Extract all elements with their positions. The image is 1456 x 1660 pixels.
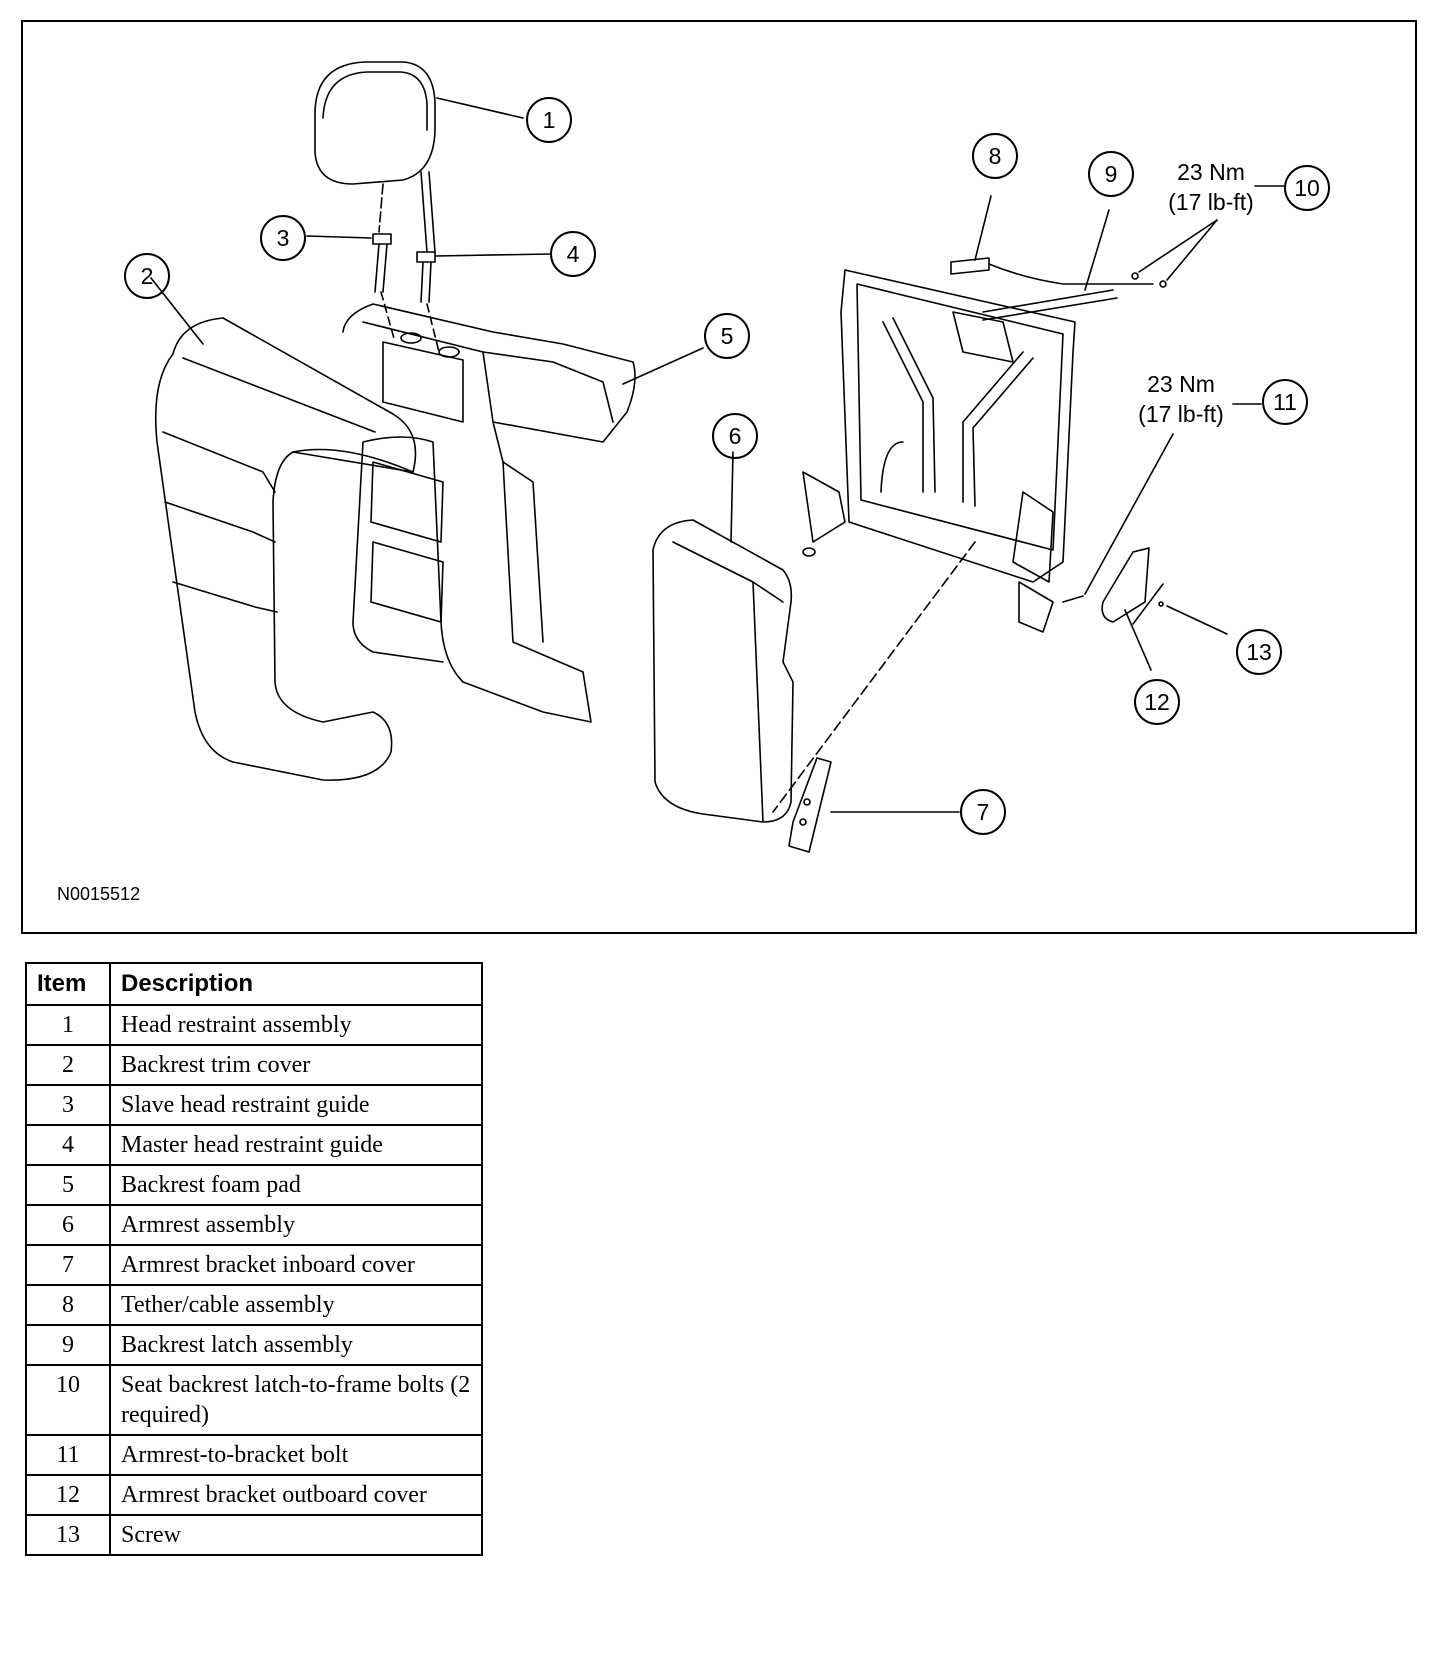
backrest-frame-part (802, 257, 1167, 633)
armrest-bracket-inboard-cover-part (788, 757, 832, 853)
item-number: 4 (25, 1124, 111, 1166)
item-description: Armrest assembly (109, 1204, 483, 1246)
item-number: 6 (25, 1204, 111, 1246)
callout-8: 8 (989, 143, 1002, 169)
torque-10-line2: (17 lb-ft) (1168, 189, 1254, 215)
item-number: 12 (25, 1474, 111, 1516)
item-description: Slave head restraint guide (109, 1084, 483, 1126)
torque-11-line1: 23 Nm (1147, 371, 1215, 397)
exploded-view-drawing: 1 2 3 4 5 6 7 8 9 10 11 12 13 23 Nm (17 … (124, 61, 1330, 853)
item-number: 3 (25, 1084, 111, 1126)
figure-id: N0015512 (57, 884, 141, 904)
callout-circles (124, 97, 1330, 835)
header-description: Description (109, 962, 483, 1006)
torque-11-line2: (17 lb-ft) (1138, 401, 1224, 427)
callout-6: 6 (729, 423, 742, 449)
legend-header-row: Item Description (25, 962, 483, 1006)
item-description: Armrest bracket inboard cover (109, 1244, 483, 1286)
callout-10: 10 (1294, 175, 1320, 201)
head-restraint-part (314, 61, 436, 253)
callout-9: 9 (1105, 161, 1118, 187)
item-number: 8 (25, 1284, 111, 1326)
item-number: 5 (25, 1164, 111, 1206)
callout-4: 4 (567, 241, 580, 267)
head-restraint-guides-part (372, 233, 440, 353)
item-number: 1 (25, 1004, 111, 1046)
callout-12: 12 (1144, 689, 1170, 715)
item-description: Tether/cable assembly (109, 1284, 483, 1326)
torque-10-line1: 23 Nm (1177, 159, 1245, 185)
item-description: Armrest bracket outboard cover (109, 1474, 483, 1516)
item-number: 7 (25, 1244, 111, 1286)
item-description: Backrest latch assembly (109, 1324, 483, 1366)
callout-13: 13 (1246, 639, 1272, 665)
callout-7: 7 (977, 799, 990, 825)
backrest-trim-cover-part (154, 317, 417, 781)
callout-5: 5 (721, 323, 734, 349)
item-description: Screw (109, 1514, 483, 1556)
armrest-bracket-outboard-cover-part (1062, 547, 1164, 623)
item-description: Seat backrest latch-to-frame bolts (2 re… (109, 1364, 483, 1436)
item-description: Backrest trim cover (109, 1044, 483, 1086)
item-description: Head restraint assembly (109, 1004, 483, 1046)
exploded-view-figure: 1 2 3 4 5 6 7 8 9 10 11 12 13 23 Nm (17 … (21, 20, 1417, 934)
item-description: Master head restraint guide (109, 1124, 483, 1166)
item-description: Armrest-to-bracket bolt (109, 1434, 483, 1476)
leader-lines (150, 97, 1286, 813)
callout-3: 3 (277, 225, 290, 251)
item-number: 10 (25, 1364, 111, 1436)
callout-1: 1 (543, 107, 556, 133)
callout-labels: 1 2 3 4 5 6 7 8 9 10 11 12 13 23 Nm (17 … (141, 107, 1320, 825)
armrest-assembly-part (652, 519, 794, 823)
backrest-foam-pad-part (342, 303, 636, 723)
item-number: 2 (25, 1044, 111, 1086)
item-number: 11 (25, 1434, 111, 1476)
item-number: 13 (25, 1514, 111, 1556)
item-number: 9 (25, 1324, 111, 1366)
callout-11: 11 (1273, 389, 1297, 415)
item-description: Backrest foam pad (109, 1164, 483, 1206)
header-item: Item (25, 962, 111, 1006)
callout-2: 2 (141, 263, 154, 289)
